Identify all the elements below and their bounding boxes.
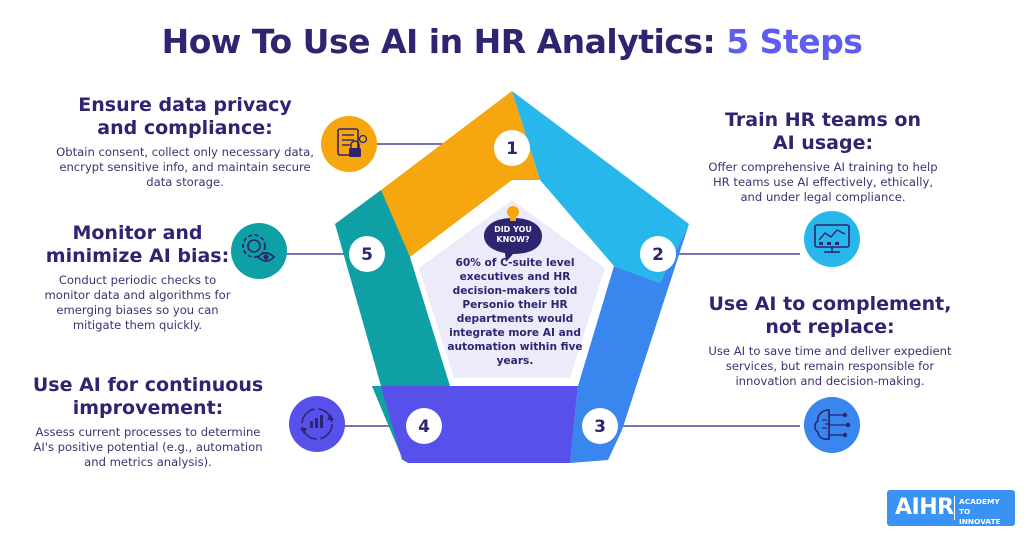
step-4-number-badge: 4: [406, 408, 442, 444]
step-5-number-badge: 5: [349, 236, 385, 272]
step-4-block: Use AI for continuous improvement: Asses…: [28, 374, 268, 470]
title-main: How To Use AI in HR Analytics:: [161, 22, 716, 61]
segment-step-3: [570, 224, 689, 463]
step-3-block: Use AI to complement, not replace: Use A…: [700, 293, 960, 389]
continuous-improvement-icon: [289, 396, 345, 452]
step-3-description: Use AI to save time and deliver expedien…: [708, 344, 952, 388]
step-3-number-badge: 3: [582, 408, 618, 444]
step-4-description: Assess current processes to determine AI…: [33, 425, 263, 469]
step-2-title-line-1: Train HR teams on: [725, 109, 921, 131]
step-5-title-line-2: minimize AI bias:: [45, 245, 230, 267]
step-2-number: 2: [652, 245, 664, 265]
step-1-title-line-1: Ensure data privacy: [78, 94, 292, 116]
page-title: How To Use AI in HR Analytics: 5 Steps: [0, 22, 1024, 61]
logo-tagline-line-2: INNOVATE HR: [959, 517, 1001, 535]
dashboard-screen-icon: [804, 211, 860, 267]
lightbulb-icon: [507, 206, 519, 221]
step-2-description: Offer comprehensive AI training to help …: [708, 160, 938, 204]
step-4-title: Use AI for continuous improvement:: [28, 374, 268, 420]
did-you-know-badge: DID YOU KNOW?: [486, 213, 540, 255]
step-5-number: 5: [361, 245, 373, 265]
step-1-title: Ensure data privacy and compliance:: [55, 94, 315, 140]
step-5-description: Conduct periodic checks to monitor data …: [44, 273, 231, 332]
logo-brand: AIHR: [895, 495, 954, 520]
segment-step-1: [381, 91, 540, 257]
step-4-title-line-2: improvement:: [72, 397, 224, 419]
step-4-title-line-1: Use AI for continuous: [32, 374, 264, 396]
step-2-title: Train HR teams on AI usage:: [705, 109, 941, 155]
step-1-number-badge: 1: [494, 130, 530, 166]
step-4-number: 4: [418, 417, 430, 437]
step-2-title-line-2: AI usage:: [772, 132, 874, 154]
step-5-title: Monitor and minimize AI bias:: [40, 222, 235, 268]
ai-brain-icon: [804, 397, 860, 453]
logo-tagline-line-1: ACADEMY TO: [959, 497, 1000, 516]
did-you-know-fact: 60% of C-suite level executives and HR d…: [447, 257, 583, 367]
aihr-logo: AIHR ACADEMY TO INNOVATE HR: [887, 490, 1015, 535]
step-3-title-line-1: Use AI to complement,: [708, 293, 952, 315]
did-you-know-line-2: KNOW?: [496, 235, 530, 244]
document-lock-icon: [321, 116, 377, 172]
logo-divider: [954, 496, 955, 520]
gear-eye-icon: [231, 223, 287, 279]
did-you-know-bubble: [484, 218, 542, 262]
segment-step-2: [512, 91, 689, 283]
logo-tagline: ACADEMY TO INNOVATE HR: [959, 497, 1013, 535]
step-2-block: Train HR teams on AI usage: Offer compre…: [705, 109, 941, 205]
did-you-know-line-1: DID YOU: [494, 225, 532, 234]
step-1-description: Obtain consent, collect only necessary d…: [56, 145, 314, 189]
step-5-block: Monitor and minimize AI bias: Conduct pe…: [40, 222, 235, 333]
segment-step-4: [372, 386, 578, 463]
step-1-block: Ensure data privacy and compliance: Obta…: [55, 94, 315, 190]
step-3-title-line-2: not replace:: [765, 316, 895, 338]
step-3-title: Use AI to complement, not replace:: [700, 293, 960, 339]
step-1-number: 1: [506, 139, 518, 159]
step-3-number: 3: [594, 417, 606, 437]
step-2-number-badge: 2: [640, 236, 676, 272]
step-5-title-line-1: Monitor and: [72, 222, 203, 244]
inner-pentagon: [419, 200, 605, 378]
step-1-title-line-2: and compliance:: [97, 117, 273, 139]
title-accent: 5 Steps: [726, 22, 863, 61]
